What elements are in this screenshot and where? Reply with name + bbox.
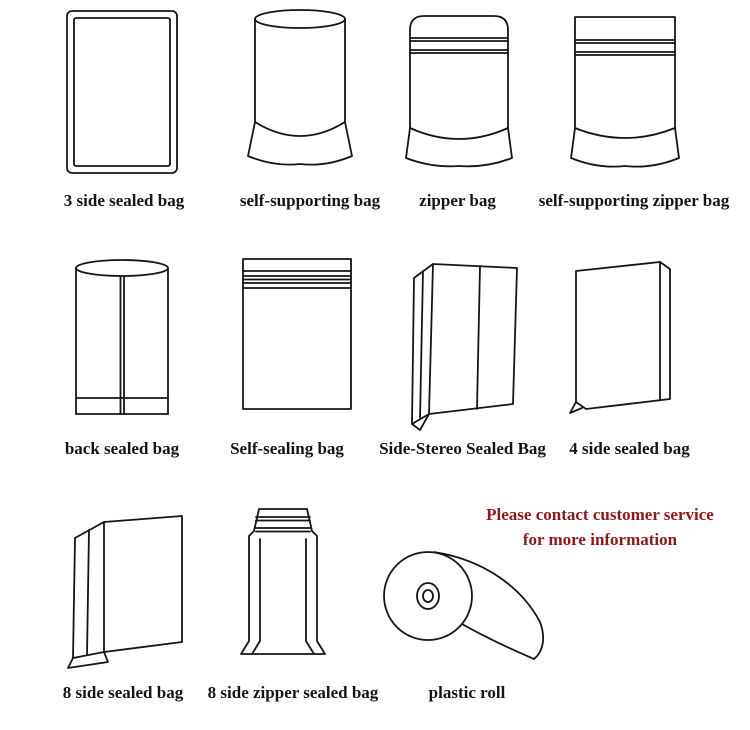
- label-self-supporting-bag: self-supporting bag: [239, 191, 381, 210]
- self-supporting-zipper-bag-icon: [568, 10, 682, 174]
- customer-service-notice: Please contact customer service for more…: [460, 502, 740, 552]
- zipper-bag-icon: [404, 10, 514, 174]
- label-four-side-sealed-bag: 4 side sealed bag: [569, 439, 690, 458]
- label-three-side-sealed-bag: 3 side sealed bag: [63, 191, 185, 210]
- plastic-roll-icon: [380, 540, 568, 668]
- label-self-sealing-bag: Self-sealing bag: [230, 439, 344, 458]
- label-zipper-bag: zipper bag: [419, 191, 496, 210]
- self-supporting-bag-icon: [242, 6, 358, 174]
- eight-side-zipper-sealed-bag-icon: [232, 503, 334, 671]
- label-eight-side-sealed-bag: 8 side sealed bag: [62, 683, 184, 702]
- notice-line-2: for more information: [522, 530, 678, 549]
- label-eight-side-zipper-sealed-bag: 8 side zipper sealed bag: [207, 683, 379, 702]
- label-plastic-roll: plastic roll: [428, 683, 506, 702]
- eight-side-sealed-bag-icon: [60, 506, 192, 672]
- self-sealing-bag-icon: [238, 255, 356, 413]
- three-side-sealed-bag-icon: [64, 8, 180, 176]
- notice-line-1: Please contact customer service: [486, 505, 714, 524]
- label-back-sealed-bag: back sealed bag: [64, 439, 180, 458]
- label-side-stereo-sealed-bag: Side-Stereo Sealed Bag: [379, 439, 546, 458]
- label-self-supporting-zipper-bag: self-supporting zipper bag: [538, 191, 730, 210]
- side-stereo-sealed-bag-icon: [401, 252, 525, 434]
- back-sealed-bag-icon: [64, 256, 180, 422]
- four-side-sealed-bag-icon: [566, 255, 682, 421]
